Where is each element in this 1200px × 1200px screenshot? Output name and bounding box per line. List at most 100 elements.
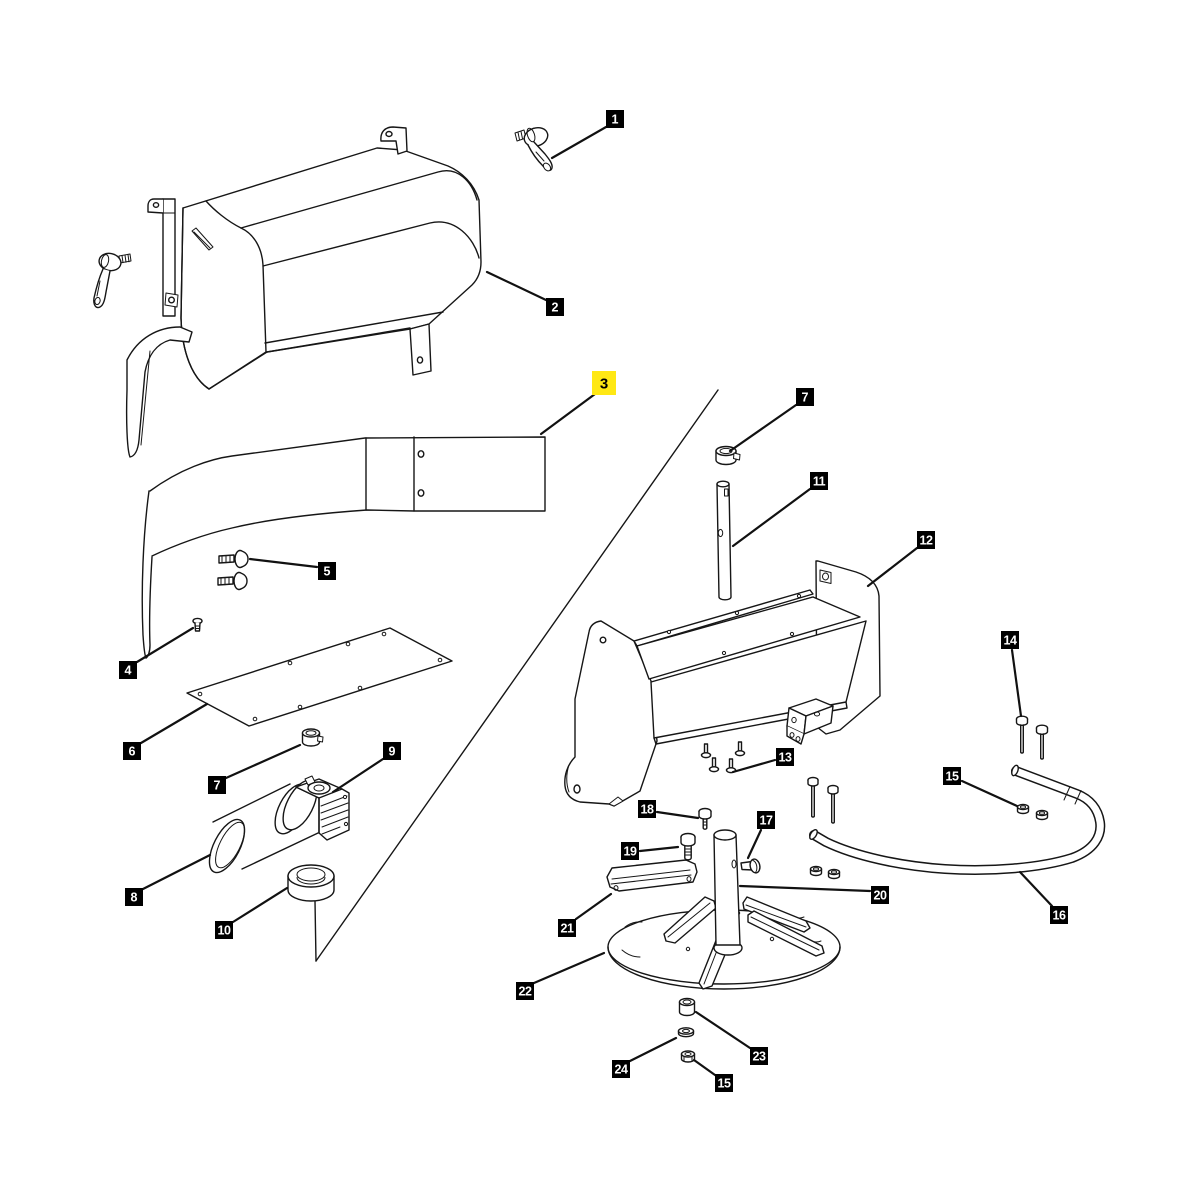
leader-line-7 bbox=[224, 743, 302, 780]
leader-line-24 bbox=[628, 1036, 678, 1063]
leader-line-15 bbox=[960, 779, 1019, 808]
callout-number: 12 bbox=[920, 534, 933, 548]
leader-line-9 bbox=[331, 757, 385, 794]
part-4-screw bbox=[192, 617, 203, 632]
part-18-screw bbox=[698, 807, 712, 830]
leader-line-17 bbox=[746, 828, 763, 860]
callout-2[interactable]: 2 bbox=[546, 298, 564, 316]
callout-20[interactable]: 20 bbox=[871, 886, 889, 904]
callout-23[interactable]: 23 bbox=[750, 1047, 768, 1065]
callout-3-highlighted[interactable]: 3 bbox=[592, 371, 616, 395]
callout-9[interactable]: 9 bbox=[383, 742, 401, 760]
callout-number: 7 bbox=[214, 779, 221, 793]
callout-16[interactable]: 16 bbox=[1050, 906, 1068, 924]
leader-line-14 bbox=[1010, 648, 1023, 718]
callout-15[interactable]: 15 bbox=[943, 767, 961, 785]
part-1-clamp-lever bbox=[514, 126, 553, 172]
part-11-tube bbox=[716, 480, 732, 601]
leader-line-20 bbox=[738, 884, 872, 893]
callout-4[interactable]: 4 bbox=[119, 661, 137, 679]
part-13-screws bbox=[700, 741, 746, 774]
leader-line-8 bbox=[141, 853, 212, 891]
callout-number: 8 bbox=[131, 891, 138, 905]
callout-number: 3 bbox=[600, 375, 608, 392]
part-23-spacer bbox=[678, 997, 696, 1017]
leader-line-4 bbox=[135, 626, 195, 664]
part-3-deflector-shield bbox=[141, 436, 546, 659]
alignment-lines bbox=[314, 389, 719, 962]
callout-number: 10 bbox=[218, 924, 231, 938]
part-14-bolts bbox=[807, 715, 1049, 824]
callout-number: 23 bbox=[753, 1050, 766, 1064]
callout-number: 5 bbox=[324, 565, 331, 579]
callout-11[interactable]: 11 bbox=[810, 472, 828, 490]
leader-line-13 bbox=[731, 758, 777, 774]
leader-line-16 bbox=[1018, 870, 1054, 908]
part-clamp-lever-left bbox=[93, 252, 132, 309]
leader-line-10 bbox=[231, 886, 289, 924]
callout-21[interactable]: 21 bbox=[558, 919, 576, 937]
leader-line-5 bbox=[248, 557, 319, 569]
callout-number: 19 bbox=[624, 845, 637, 859]
leader-line-12 bbox=[866, 546, 919, 588]
callout-number: 1 bbox=[612, 113, 619, 127]
part-15-nut-bottom bbox=[680, 1050, 696, 1063]
callout-5[interactable]: 5 bbox=[318, 562, 336, 580]
leader-line-22 bbox=[532, 951, 606, 985]
leader-line-1 bbox=[550, 125, 608, 160]
callout-6[interactable]: 6 bbox=[123, 742, 141, 760]
leader-line-6 bbox=[139, 702, 209, 745]
callout-7[interactable]: 7 bbox=[796, 388, 814, 406]
part-6-plate bbox=[186, 627, 453, 727]
callout-10[interactable]: 10 bbox=[215, 921, 233, 939]
part-21-vane bbox=[606, 859, 698, 892]
leader-line-15 bbox=[692, 1058, 717, 1077]
leader-line-19 bbox=[638, 845, 680, 853]
part-19-bolt bbox=[680, 832, 696, 861]
leader-line-21 bbox=[574, 892, 613, 921]
callout-24[interactable]: 24 bbox=[612, 1060, 630, 1078]
part-16-loop-handle bbox=[809, 764, 1106, 875]
callout-number: 18 bbox=[641, 803, 654, 817]
callout-number: 15 bbox=[718, 1077, 731, 1091]
callout-19[interactable]: 19 bbox=[621, 842, 639, 860]
part-7-collar-right bbox=[715, 445, 741, 466]
leader-line-3 bbox=[539, 392, 597, 436]
callout-22[interactable]: 22 bbox=[516, 982, 534, 1000]
callout-8[interactable]: 8 bbox=[125, 888, 143, 906]
part-2-hopper bbox=[125, 126, 482, 458]
alignment-line bbox=[315, 389, 719, 962]
callout-17[interactable]: 17 bbox=[757, 811, 775, 829]
leader-line-23 bbox=[694, 1010, 752, 1050]
callout-number: 7 bbox=[802, 391, 809, 405]
callout-1[interactable]: 1 bbox=[606, 110, 624, 128]
callout-number: 16 bbox=[1053, 909, 1066, 923]
callout-13[interactable]: 13 bbox=[776, 748, 794, 766]
part-17-pin bbox=[740, 858, 761, 874]
callout-14[interactable]: 14 bbox=[1001, 631, 1019, 649]
spinner-vanes bbox=[663, 896, 825, 990]
callout-12[interactable]: 12 bbox=[917, 531, 935, 549]
callout-18[interactable]: 18 bbox=[638, 800, 656, 818]
callout-number: 14 bbox=[1004, 634, 1017, 648]
callout-number: 2 bbox=[552, 301, 559, 315]
part-15-nuts bbox=[809, 803, 1049, 880]
leader-line-18 bbox=[655, 810, 700, 820]
callout-number: 6 bbox=[129, 745, 136, 759]
callout-number: 24 bbox=[615, 1063, 628, 1077]
callout-number: 17 bbox=[760, 814, 773, 828]
callout-7[interactable]: 7 bbox=[208, 776, 226, 794]
callout-number: 4 bbox=[125, 664, 132, 678]
leader-line-7 bbox=[728, 403, 798, 453]
alignment-line bbox=[314, 900, 317, 962]
callout-number: 11 bbox=[813, 475, 826, 489]
part-24-washer bbox=[677, 1027, 695, 1038]
callout-number: 22 bbox=[519, 985, 532, 999]
part-12-frame bbox=[564, 560, 881, 807]
part-10-bearing-ring bbox=[287, 864, 335, 902]
callout-number: 9 bbox=[389, 745, 396, 759]
part-20-spinner-shaft bbox=[713, 829, 743, 956]
callout-15[interactable]: 15 bbox=[715, 1074, 733, 1092]
